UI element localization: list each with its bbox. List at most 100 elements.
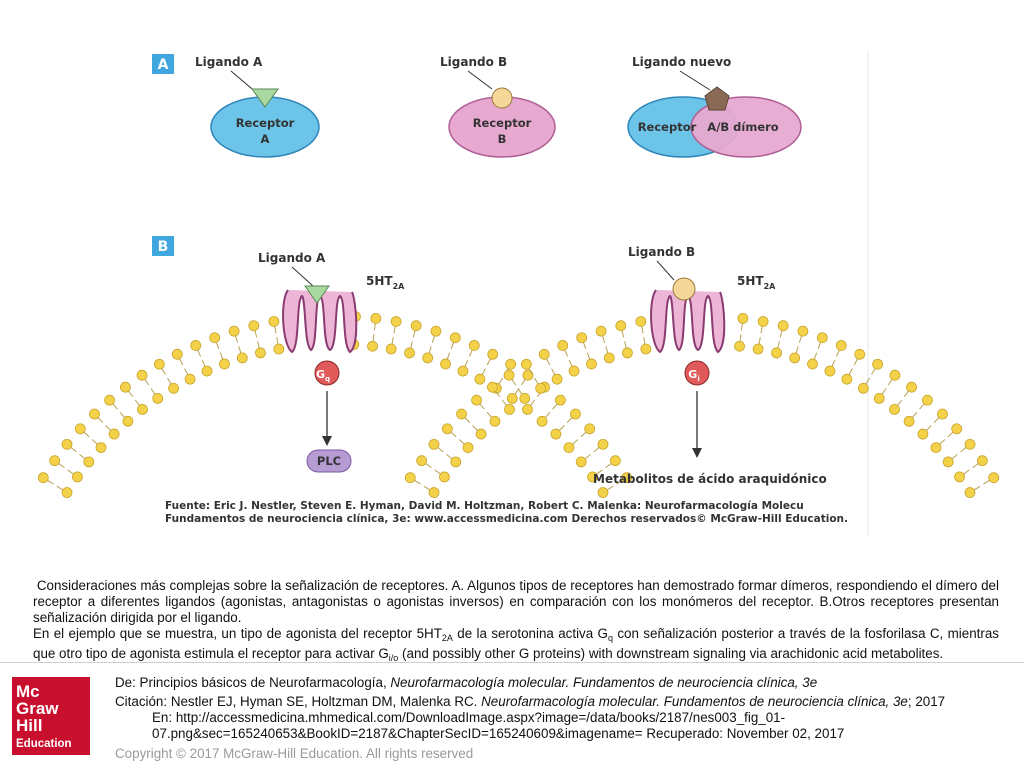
lipid-head bbox=[171, 348, 183, 360]
lipid-head bbox=[268, 316, 280, 327]
lipid-head bbox=[551, 373, 563, 385]
lipid-head bbox=[964, 487, 976, 498]
panel-a: A Ligando A Receptor A Ligando B Recepto… bbox=[152, 54, 802, 158]
receptor-signaling-figure: A Ligando A Receptor A Ligando B Recepto… bbox=[37, 52, 1000, 535]
lipid-head bbox=[520, 358, 532, 370]
lipid-head bbox=[370, 313, 382, 324]
ligand-a-triangle-b bbox=[304, 285, 330, 304]
lipid-head bbox=[190, 340, 202, 351]
lipid-head bbox=[922, 394, 933, 406]
lipid-head bbox=[201, 365, 213, 377]
lipid-head bbox=[570, 408, 581, 420]
ligand-b-label: Ligando B bbox=[440, 55, 507, 69]
lipid-head bbox=[83, 456, 95, 468]
lipid-head bbox=[449, 332, 461, 344]
lipid-head bbox=[903, 415, 915, 427]
lipid-head bbox=[621, 472, 633, 484]
lipid-head bbox=[49, 455, 61, 467]
lipid-head bbox=[428, 487, 440, 498]
lipid-head bbox=[430, 325, 442, 337]
gq-label: Gq bbox=[316, 368, 330, 383]
mcgraw-hill-logo: Mc Graw Hill Education bbox=[12, 677, 90, 755]
lipid-head bbox=[854, 348, 866, 360]
receptor-b-label: Receptor bbox=[473, 116, 532, 130]
lipid-head bbox=[136, 369, 148, 381]
plc-box bbox=[306, 449, 352, 473]
lipid-head bbox=[609, 455, 621, 467]
receptor-5ht2a-left-label: 5HT2A bbox=[366, 274, 405, 291]
lipid-head bbox=[504, 403, 515, 415]
figure-caption: Consideraciones más complejas sobre la s… bbox=[33, 578, 999, 666]
lipid-head bbox=[734, 340, 745, 352]
lipid-head bbox=[640, 343, 652, 355]
lipid-head bbox=[475, 428, 487, 440]
lipid-head bbox=[964, 438, 976, 450]
lipid-head bbox=[489, 415, 501, 427]
ligand-b-circle-b bbox=[672, 277, 696, 301]
lipid-head bbox=[219, 358, 230, 370]
panel-a-badge-label: A bbox=[158, 57, 169, 73]
lipid-head bbox=[152, 392, 164, 404]
lipid-head bbox=[752, 343, 764, 355]
lipid-head bbox=[737, 313, 749, 324]
lipid-head bbox=[503, 369, 515, 381]
lipid-head bbox=[72, 471, 83, 483]
ligand-b-circle bbox=[491, 87, 513, 109]
ligand-a-label: Ligando A bbox=[195, 55, 263, 69]
lipid-head bbox=[615, 320, 627, 332]
lipid-head bbox=[771, 347, 782, 359]
lipid-head bbox=[568, 365, 580, 377]
lipid-head bbox=[550, 428, 562, 440]
receptor-a-label: Receptor bbox=[236, 116, 295, 130]
lipid-head bbox=[797, 325, 809, 337]
lipid-head bbox=[471, 394, 482, 406]
lipid-head bbox=[575, 456, 587, 468]
lipid-head bbox=[988, 472, 1000, 484]
lipid-head bbox=[906, 381, 917, 393]
lipid-head bbox=[872, 358, 884, 370]
figure-source-line1: Fuente: Eric J. Nestler, Steven E. Hyman… bbox=[165, 500, 804, 512]
metabolites-label: Metabolitos de ácido araquidónico bbox=[593, 472, 827, 486]
lipid-head bbox=[89, 408, 100, 420]
lipid-head bbox=[228, 325, 240, 337]
gq-protein bbox=[314, 360, 340, 386]
lipid-head bbox=[576, 332, 588, 344]
lipid-head bbox=[367, 340, 378, 352]
lipid-head bbox=[416, 455, 428, 467]
ligand-a-b-label: Ligando A bbox=[258, 251, 326, 265]
lipid-head bbox=[468, 340, 480, 351]
lipid-head bbox=[835, 340, 847, 351]
lipid-head bbox=[255, 347, 266, 359]
lipid-head bbox=[824, 365, 836, 377]
caption-paragraph-1: Consideraciones más complejas sobre la s… bbox=[33, 578, 999, 625]
figure-source-line2: Fundamentos de neurociencia clínica, 3e:… bbox=[165, 513, 848, 525]
lipid-head bbox=[120, 381, 131, 393]
lipid-head bbox=[404, 472, 416, 484]
ligand-b-b-label: Ligando B bbox=[628, 245, 695, 259]
panel-b-badge-label: B bbox=[158, 239, 169, 255]
lipid-head bbox=[622, 347, 633, 359]
lipid-head bbox=[522, 403, 533, 415]
lipid-head bbox=[587, 471, 598, 483]
citation-url: En: http://accessmedicina.mhmedical.com/… bbox=[152, 710, 845, 741]
lipid-head bbox=[474, 373, 486, 385]
lipid-head bbox=[538, 348, 550, 360]
lipid-head bbox=[635, 316, 647, 327]
lipid-head bbox=[404, 347, 415, 359]
lipid-head bbox=[385, 343, 397, 355]
lipid-head bbox=[873, 392, 885, 404]
lipid-head bbox=[930, 442, 942, 453]
lipid-head bbox=[422, 352, 434, 364]
lipid-head bbox=[807, 358, 818, 370]
ligand-new-pentagon bbox=[704, 86, 730, 111]
panel-b: B Ligando A 5HT2A Gq PLC Ligando B 5HT2A… bbox=[37, 236, 1000, 498]
lipid-head bbox=[595, 325, 607, 337]
lipid-head bbox=[857, 382, 869, 394]
lipid-head bbox=[505, 358, 517, 370]
lipid-head bbox=[506, 392, 518, 404]
lipid-head bbox=[951, 423, 963, 435]
lipid-head bbox=[917, 428, 929, 440]
lipid-head bbox=[536, 415, 548, 427]
lipid-head bbox=[586, 358, 597, 370]
lipid-head bbox=[597, 438, 609, 450]
